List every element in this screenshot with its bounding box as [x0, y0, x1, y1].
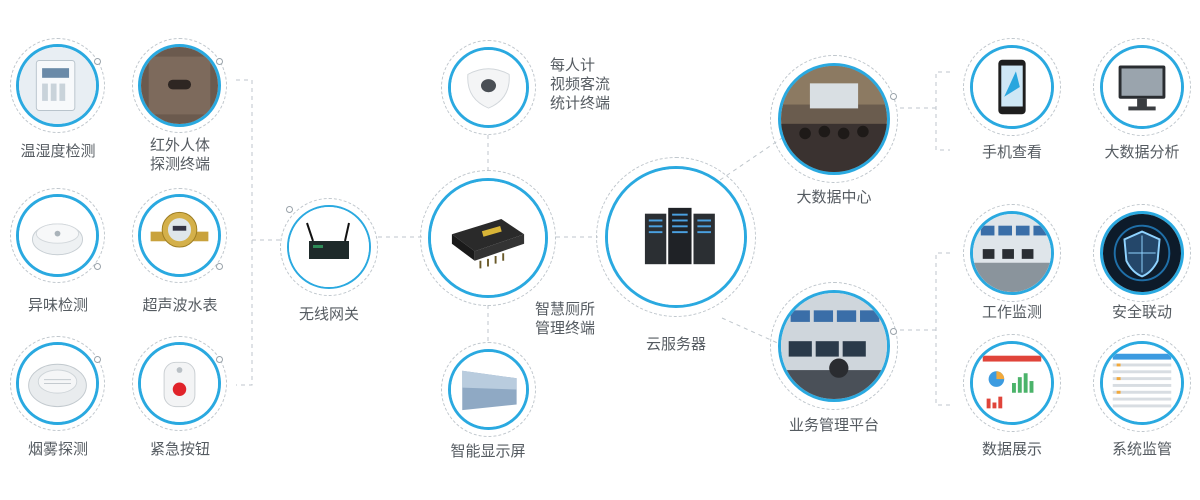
- business-platform-icon: [778, 290, 890, 402]
- odor-sensor-icon: [16, 194, 99, 277]
- monitor-icon: [1100, 45, 1184, 129]
- business-platform-label: 业务管理平台: [774, 416, 894, 435]
- wireless-gateway-icon: [287, 205, 371, 289]
- sensor-humidity-label: 温湿度检测: [8, 142, 108, 161]
- people-counter-label: 每人计 视频客流 统计终端: [550, 56, 660, 113]
- gateway-node[interactable]: [280, 198, 378, 296]
- output-work-node[interactable]: [963, 204, 1061, 302]
- business-platform-node[interactable]: [770, 282, 898, 410]
- humidity-sensor-icon: [16, 44, 99, 127]
- sensor-emergency-node[interactable]: [132, 336, 227, 431]
- people-counter-icon: [448, 47, 529, 128]
- sensor-humidity-node[interactable]: [10, 38, 105, 133]
- output-work-label: 工作监测: [962, 303, 1062, 322]
- system-supervision-icon: [1100, 341, 1184, 425]
- cloud-server-icon: [605, 166, 747, 308]
- mobile-phone-icon: [970, 45, 1054, 129]
- infrared-label-line1: 红外人体: [130, 136, 230, 155]
- display-screen-label: 智能显示屏: [438, 442, 538, 461]
- infrared-detector-icon: [138, 44, 221, 127]
- big-data-center-label: 大数据中心: [784, 188, 884, 207]
- sensor-infrared-node[interactable]: [132, 38, 227, 133]
- emergency-button-icon: [138, 342, 221, 425]
- right-bottom-bracket-line: [936, 253, 950, 405]
- management-terminal-icon: [428, 178, 548, 298]
- output-analysis-label: 大数据分析: [1090, 143, 1194, 162]
- display-screen-node[interactable]: [441, 342, 536, 437]
- output-datadisplay-node[interactable]: [963, 334, 1061, 432]
- big-data-center-icon: [778, 63, 890, 175]
- sensor-watermeter-label: 超声波水表: [130, 296, 230, 315]
- cloud-server-node[interactable]: [596, 157, 756, 317]
- sensor-smoke-node[interactable]: [10, 336, 105, 431]
- output-security-node[interactable]: [1093, 204, 1191, 302]
- left-bracket-line: [236, 80, 252, 385]
- infrared-label-line2: 探测终端: [130, 155, 230, 174]
- output-mobile-label: 手机查看: [962, 143, 1062, 162]
- output-analysis-node[interactable]: [1093, 38, 1191, 136]
- sensor-smoke-label: 烟雾探测: [8, 440, 108, 459]
- output-datadisplay-label: 数据展示: [962, 440, 1062, 459]
- people-counter-label-line1: 每人计: [550, 56, 660, 75]
- output-supervision-label: 系统监管: [1092, 440, 1192, 459]
- water-meter-icon: [138, 194, 221, 277]
- data-display-icon: [970, 341, 1054, 425]
- work-monitoring-icon: [970, 211, 1054, 295]
- sensor-watermeter-node[interactable]: [132, 188, 227, 283]
- sensor-emergency-label: 紧急按钮: [130, 440, 230, 459]
- output-supervision-node[interactable]: [1093, 334, 1191, 432]
- display-screen-icon: [448, 349, 529, 430]
- sensor-odor-label: 异味检测: [8, 296, 108, 315]
- management-terminal-node[interactable]: [420, 170, 556, 306]
- cloud-server-label: 云服务器: [626, 335, 726, 354]
- sensor-odor-node[interactable]: [10, 188, 105, 283]
- sensor-infrared-label: 红外人体 探测终端: [130, 136, 230, 174]
- security-shield-icon: [1100, 211, 1184, 295]
- people-counter-label-line2: 视频客流: [550, 75, 660, 94]
- big-data-center-node[interactable]: [770, 55, 898, 183]
- people-counter-node[interactable]: [441, 40, 536, 135]
- right-top-bracket-line: [936, 72, 950, 150]
- people-counter-label-line3: 统计终端: [550, 94, 660, 113]
- output-mobile-node[interactable]: [963, 38, 1061, 136]
- smoke-detector-icon: [16, 342, 99, 425]
- terminal-label-line2: 管理终端: [510, 319, 620, 338]
- gateway-label: 无线网关: [279, 305, 379, 324]
- output-security-label: 安全联动: [1092, 303, 1192, 322]
